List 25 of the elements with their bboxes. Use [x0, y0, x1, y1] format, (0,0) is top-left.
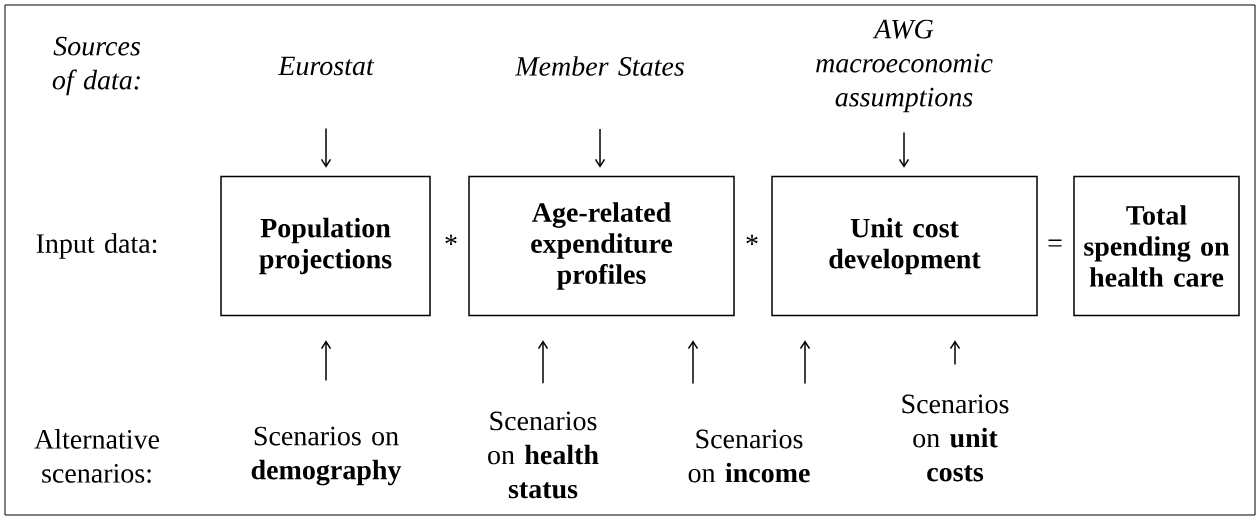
scenario-text: Scenarios on income — [688, 429, 810, 483]
source-text: AWG macroeconomic assumptions — [816, 19, 993, 113]
scenario-text: Scenarios on demography — [251, 426, 402, 486]
source-text: Member States — [514, 56, 684, 76]
process-box: Age-related expenditure profiles — [468, 175, 735, 317]
arrow — [320, 127, 332, 168]
arrow — [687, 340, 699, 385]
arrow — [537, 340, 549, 385]
arrow — [949, 340, 961, 366]
operator-sign: * — [746, 234, 758, 246]
source-text: Eurostat — [278, 56, 375, 76]
process-box: Total spending on health care — [1073, 175, 1240, 317]
arrow — [898, 131, 910, 168]
process-box: Population projections — [220, 175, 431, 317]
process-box: Unit cost development — [771, 175, 1038, 317]
row-label: Alternative scenarios: — [34, 429, 160, 483]
row-label: Sources of data: — [52, 36, 140, 96]
arrow — [594, 128, 606, 168]
operator-sign: = — [1048, 239, 1062, 247]
arrow — [320, 340, 332, 382]
row-label: Input data: — [36, 233, 157, 259]
scenario-text: Scenarios on health status — [488, 411, 599, 499]
operator-sign: * — [445, 234, 457, 246]
arrow — [799, 340, 811, 385]
scenario-text: Scenarios on unit costs — [902, 394, 1009, 482]
